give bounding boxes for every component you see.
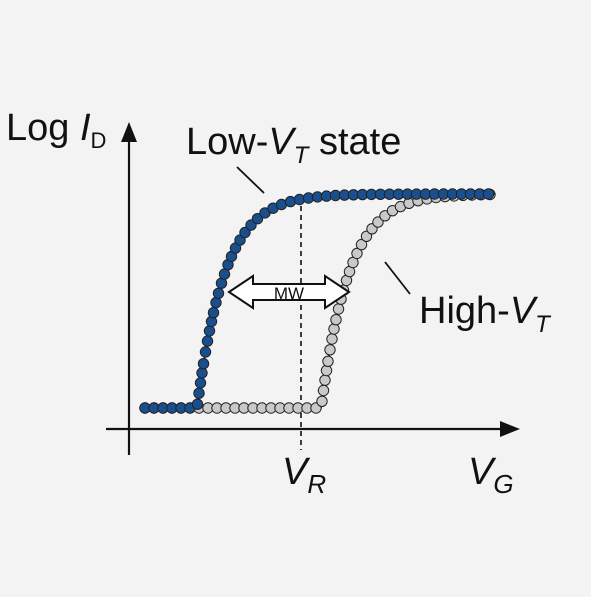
- y-axis-arrowhead: [121, 122, 137, 142]
- low-vt-marker: [239, 226, 251, 239]
- memory-window-arrow: MW: [227, 274, 351, 310]
- x-axis-label-sub: G: [493, 469, 513, 499]
- high-vt-marker: [351, 247, 363, 260]
- high-vt-marker: [372, 216, 384, 228]
- memory-window-label: MW: [274, 284, 304, 303]
- read-voltage-label-var: V: [282, 451, 311, 493]
- low-vt-marker: [193, 387, 205, 399]
- high-vt-label-var: V: [510, 290, 539, 332]
- read-voltage-label-sub: R: [307, 469, 326, 499]
- high-vt-marker: [326, 333, 338, 345]
- memory-window-arrow-shape: [227, 274, 351, 310]
- low-vt-marker: [201, 335, 214, 347]
- high-vt-marker: [355, 238, 368, 251]
- low-vt-curve: [139, 188, 495, 414]
- low-vt-marker: [218, 268, 231, 280]
- high-vt-marker: [317, 384, 330, 397]
- x-axis-label-var: V: [468, 451, 497, 493]
- low-vt-marker: [194, 377, 207, 389]
- low-vt-label-prefix: Low-: [186, 121, 268, 163]
- low-vt-marker: [197, 358, 210, 370]
- low-vt-label-var: V: [268, 121, 297, 163]
- y-axis-label-prefix: Log: [6, 107, 80, 149]
- low-vt-marker: [191, 398, 204, 410]
- high-vt-marker: [330, 314, 342, 326]
- low-vt-marker: [207, 307, 220, 319]
- y-axis-label-sub: D: [91, 128, 107, 153]
- low-vt-label-sub: T: [294, 142, 311, 169]
- high-vt-label-sub: T: [535, 311, 552, 338]
- high-vt-marker: [322, 355, 334, 367]
- high-vt-marker: [324, 344, 336, 356]
- high-vt-marker: [319, 374, 331, 386]
- low-vt-label-suffix: state: [308, 121, 401, 163]
- low-vt-state-label: Low-VT state: [186, 121, 401, 169]
- high-vt-marker: [328, 323, 340, 335]
- x-axis-arrowhead: [500, 421, 520, 437]
- low-vt-marker: [203, 325, 216, 337]
- low-vt-marker: [212, 287, 225, 299]
- low-vt-marker: [196, 367, 208, 379]
- low-vt-marker: [482, 188, 495, 200]
- low-vt-marker: [251, 213, 264, 225]
- low-state-leader-line: [236, 166, 265, 194]
- low-vt-marker: [199, 346, 212, 358]
- y-axis-label: Log ID: [6, 107, 106, 153]
- axes: [106, 122, 520, 455]
- low-vt-marker: [210, 296, 222, 309]
- high-vt-marker: [320, 364, 333, 377]
- high-vt-state-label: High-VT: [419, 290, 552, 338]
- high-state-leader-line: [384, 261, 411, 295]
- high-vt-marker: [332, 303, 345, 315]
- x-axis-label: VG: [468, 451, 514, 499]
- read-voltage-label: VR: [282, 451, 326, 499]
- high-vt-label-prefix: High-: [419, 290, 510, 332]
- y-axis-label-var: I: [80, 107, 91, 149]
- high-vt-marker: [316, 395, 328, 407]
